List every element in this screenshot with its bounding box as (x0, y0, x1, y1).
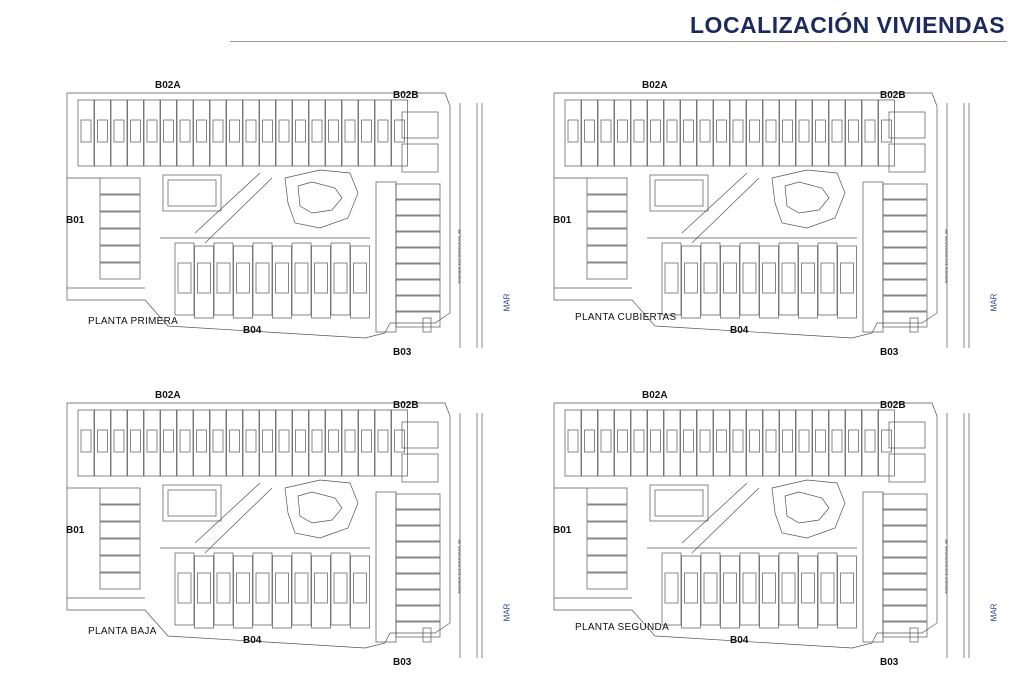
header-divider (230, 41, 1007, 42)
plan-name: PLANTA CUBIERTAS (575, 312, 677, 323)
floor-plan-primera: B02A B02B B01 B04 B03 PLANTA PRIMERA MAR… (50, 78, 530, 378)
site-plan-drawing (66, 402, 483, 658)
block-label-b01: B01 (66, 215, 85, 226)
street-label: AVENIDA ESCANDINAVIA, 88 (456, 229, 462, 284)
block-label-b03: B03 (393, 347, 412, 358)
block-label-b04: B04 (730, 635, 749, 646)
street-label: AVENIDA ESCANDINAVIA, 88 (943, 539, 949, 594)
block-label-b04: B04 (243, 635, 262, 646)
block-label-b01: B01 (553, 525, 572, 536)
block-label-b01: B01 (66, 525, 85, 536)
sea-label: MAR (989, 603, 999, 622)
block-label-b02b: B02B (393, 400, 419, 411)
floor-plan-segunda: B02A B02B B01 B04 B03 PLANTA SEGUNDA MAR… (537, 388, 1017, 688)
block-label-b02a: B02A (155, 390, 181, 401)
block-label-b02a: B02A (642, 80, 668, 91)
block-label-b03: B03 (880, 347, 899, 358)
sea-label: MAR (989, 293, 999, 312)
plan-name: PLANTA PRIMERA (88, 316, 179, 327)
block-label-b03: B03 (880, 657, 899, 668)
block-label-b02b: B02B (880, 400, 906, 411)
block-label-b02b: B02B (880, 90, 906, 101)
plan-name: PLANTA BAJA (88, 626, 157, 637)
sea-label: MAR (502, 603, 512, 622)
site-plan-drawing (66, 92, 483, 348)
site-plan-drawing (553, 402, 970, 658)
plan-name: PLANTA SEGUNDA (575, 622, 670, 633)
street-label: AVENIDA ESCANDINAVIA, 88 (456, 539, 462, 594)
block-label-b02b: B02B (393, 90, 419, 101)
block-label-b04: B04 (243, 325, 262, 336)
block-label-b03: B03 (393, 657, 412, 668)
street-label: AVENIDA ESCANDINAVIA, 88 (943, 229, 949, 284)
floor-plan-baja: B02A B02B B01 B04 B03 PLANTA BAJA MAR AV… (50, 388, 530, 688)
sea-label: MAR (502, 293, 512, 312)
site-plan-drawing (553, 92, 970, 348)
floor-plan-cubiertas: B02A B02B B01 B04 B03 PLANTA CUBIERTAS M… (537, 78, 1017, 378)
block-label-b02a: B02A (642, 390, 668, 401)
block-label-b04: B04 (730, 325, 749, 336)
page-title: LOCALIZACIÓN VIVIENDAS (690, 12, 1006, 38)
block-label-b01: B01 (553, 215, 572, 226)
block-label-b02a: B02A (155, 80, 181, 91)
